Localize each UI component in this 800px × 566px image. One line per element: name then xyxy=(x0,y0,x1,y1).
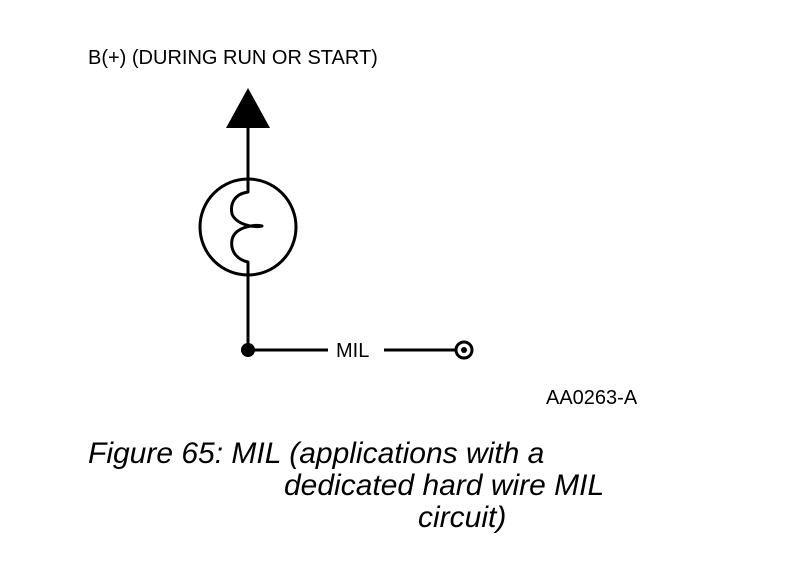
supply-label: B(+) (DURING RUN OR START) xyxy=(88,47,378,69)
caption-line-1: Figure 65: MIL (applications with a xyxy=(88,437,545,470)
terminal-connector-icon xyxy=(454,340,474,360)
caption-line-3: circuit) xyxy=(418,501,507,534)
figure-caption: Figure 65: MIL (applications with a dedi… xyxy=(88,438,628,534)
mil-label: MIL xyxy=(336,340,369,362)
lamp-bulb-icon xyxy=(198,177,298,277)
arrow-up-icon xyxy=(226,88,270,128)
caption-line-2: dedicated hard wire MIL xyxy=(284,469,605,502)
figure-code: AA0263-A xyxy=(546,387,638,409)
